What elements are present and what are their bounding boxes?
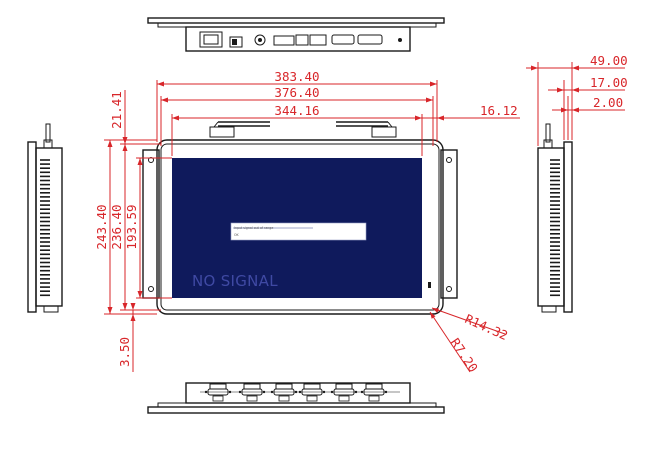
bottom-view [147,382,445,414]
dc-jack-pin [258,38,262,42]
mount-flange-right [440,149,458,299]
io-jack [212,395,224,402]
right-antenna-base [543,139,553,149]
io-jack [306,395,318,402]
com-port-top [303,383,321,390]
bezel-inner [160,143,440,311]
dim-side-depth-lip: 2.00 [593,95,623,110]
dim-screen-height: 193.59 [124,204,139,249]
dim-overall-height: 243.40 [94,204,109,249]
io-jack [338,395,350,402]
power-switch [229,36,243,48]
right-foot [541,305,557,313]
dim-screen-right-offset: 16.12 [480,103,518,118]
io-jack [246,395,258,402]
dc-jack-port [254,34,266,46]
right-vent-grille [550,159,560,297]
mount-hole [446,157,452,163]
dim-overall-width: 383.40 [274,69,319,84]
io-jack [368,395,380,402]
com-port-top [275,383,293,390]
left-vent-grille [40,159,50,297]
com-port-top [365,383,383,390]
screw-hole [398,38,402,42]
dialog-title-bar [233,227,313,229]
power-inlet-socket [203,34,219,45]
dim-screen-width: 344.16 [274,103,319,118]
dialog-line-1: Input signal out of range [234,226,273,230]
dim-top-offset: 21.41 [109,91,124,129]
top-view [147,17,445,52]
usb-stack-port [309,34,327,46]
left-antenna-base [43,139,53,149]
antenna-base [371,126,397,138]
usb-port-pair [273,35,295,46]
com-port-top [209,383,227,390]
dialog-line-2: OK [234,233,240,237]
dim-bezel-height: 236.40 [109,204,124,249]
com-port-top [335,383,353,390]
top-view-flange [147,17,445,24]
side-dimensions: 49.00 17.00 2.00 [526,53,628,146]
lan-port [295,34,309,46]
left-bezel-edge [27,141,37,313]
left-side-view [27,123,63,313]
screen-dialog: Input signal out of range OK [230,222,367,241]
status-led [428,282,431,288]
mount-hole [148,286,154,292]
right-side-view [537,123,573,313]
bezel-outer [156,139,444,315]
dim-outer-radius: R14.32 [463,311,510,343]
left-antenna-stub [45,123,51,143]
bottom-com-ports [200,383,400,402]
antenna-base [209,126,235,138]
dim-bottom-offset: 3.50 [117,337,132,367]
power-switch-rocker [232,39,237,45]
no-signal-message: NO SIGNAL [192,272,278,290]
dim-side-depth-total: 49.00 [590,53,628,68]
com-port-top [243,383,261,390]
front-view: NO SIGNAL Input signal out of range OK [142,121,458,315]
right-bezel-edge [563,141,573,313]
antenna-right [336,121,397,138]
power-inlet-port [199,31,223,48]
top-view-io-housing [185,26,411,52]
dim-inner-radius: R7.20 [448,335,481,375]
antenna-left [209,121,270,138]
com-port [357,34,383,45]
io-jack [278,395,290,402]
right-antenna-stub [545,123,551,143]
bottom-view-io-housing [185,382,411,404]
mount-hole [446,286,452,292]
vga-port [331,34,355,45]
dim-side-depth-flange: 17.00 [590,75,628,90]
dim-bezel-width: 376.40 [274,85,319,100]
bottom-view-flange [147,406,445,414]
left-foot [43,305,59,313]
